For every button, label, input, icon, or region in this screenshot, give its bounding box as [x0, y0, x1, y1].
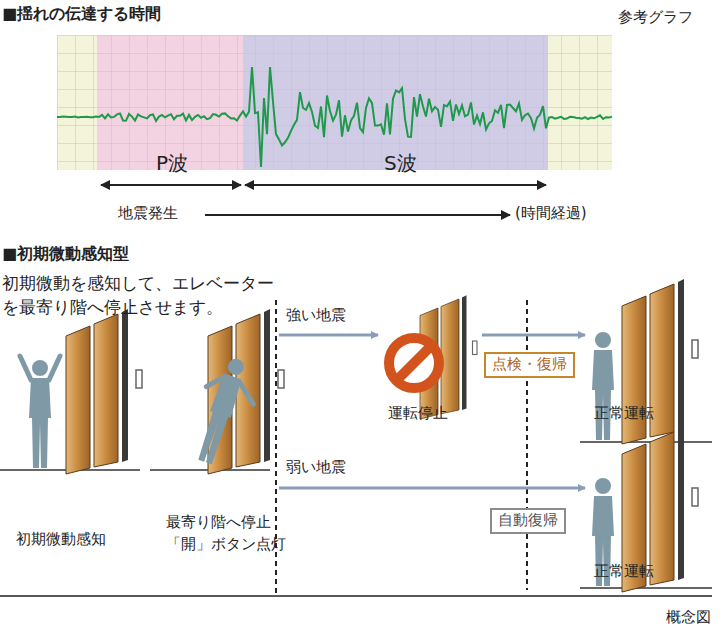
- arrow-label: 強い地震: [286, 306, 346, 326]
- axis-label: 地震発生: [118, 204, 178, 224]
- wave-label: P波: [156, 150, 188, 176]
- step-label: 運転停止: [388, 404, 448, 424]
- graph-panel: [57, 35, 612, 170]
- box-text: 点検・復帰: [492, 355, 567, 375]
- wave-label: S波: [384, 150, 417, 176]
- step-label: 正常運転: [594, 562, 654, 582]
- step-label: 初期微動感知: [16, 530, 106, 550]
- heading: ■初期微動感知型: [2, 244, 129, 265]
- box-text: 自動復帰: [498, 511, 558, 531]
- axis-label: (時間経過): [515, 204, 587, 224]
- graph-tag: 参考グラフ: [618, 8, 693, 28]
- caption: 概念図: [666, 608, 711, 628]
- description: 初期微動を感知して、エレベーター を最寄り階へ停止させます。: [2, 272, 302, 320]
- heading: ■揺れの伝達する時間: [2, 4, 161, 25]
- status-box: 点検・復帰: [484, 352, 575, 378]
- seismic-wave: [57, 67, 612, 167]
- status-box: 自動復帰: [490, 508, 566, 534]
- step-label: 正常運転: [594, 404, 654, 424]
- arrow-label: 弱い地震: [286, 458, 346, 478]
- step-label: 最寄り階へ停止 「開」ボタン点灯: [166, 512, 306, 556]
